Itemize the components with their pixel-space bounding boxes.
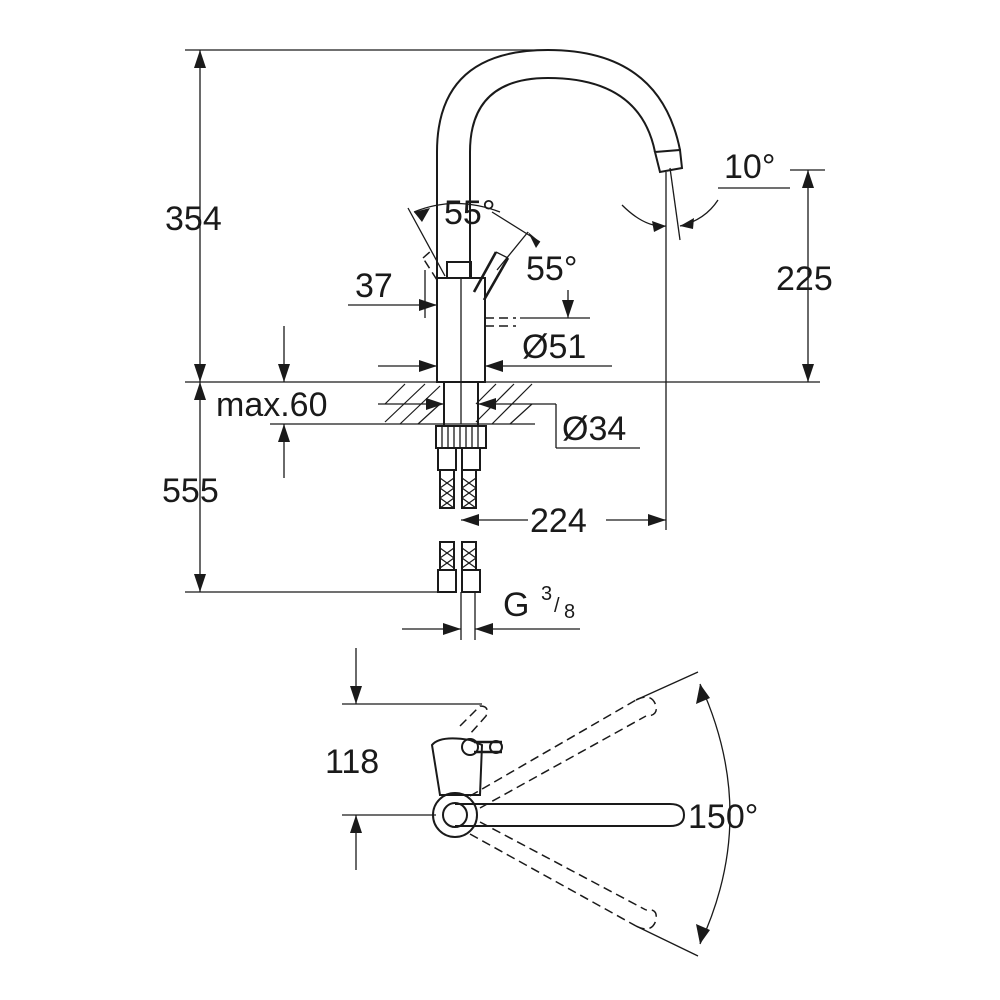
dim-lever-angle-back: 55° xyxy=(526,250,577,288)
dim-max-counter: max.60 xyxy=(216,386,328,424)
top-base-inner xyxy=(442,802,468,828)
braided-hoses-upper xyxy=(439,469,477,509)
spout-outer xyxy=(436,48,681,278)
dim-swivel-angle: 150° xyxy=(688,798,758,836)
dim-handle-offset: 37 xyxy=(355,267,393,305)
dim-spout-height: 225 xyxy=(776,260,833,298)
top-lever xyxy=(461,738,503,756)
dim-lever-angle-front: 55° xyxy=(444,194,495,232)
top-spout-swing-lower xyxy=(469,821,658,930)
dim-hole-diameter: Ø34 xyxy=(562,410,626,448)
dim-hose-length: 555 xyxy=(162,472,219,510)
top-spout xyxy=(455,803,686,827)
braided-hoses-lower xyxy=(437,541,481,593)
spout-tip xyxy=(653,148,684,174)
hose-connector-right xyxy=(461,447,481,471)
dim-spout-tilt: 10° xyxy=(724,148,775,186)
dim-spout-reach: 224 xyxy=(530,502,587,540)
top-spout-swing-upper xyxy=(469,696,658,809)
spout-collar xyxy=(446,261,472,279)
mounting-nut xyxy=(435,425,487,449)
spout-inner xyxy=(469,76,656,278)
top-lever-ghost xyxy=(459,705,488,735)
dim-thread-numerator: 3 xyxy=(541,583,552,605)
dim-total-height: 354 xyxy=(165,200,222,238)
hose-connector-left xyxy=(437,447,457,471)
dim-thread-slash: / xyxy=(554,595,560,617)
dim-thread-denominator: 8 xyxy=(564,601,575,623)
top-body xyxy=(430,737,484,796)
swivel-arc xyxy=(699,683,731,945)
dim-top-offset: 118 xyxy=(325,743,379,781)
countertop-hatch-left xyxy=(384,383,441,425)
top-base-outer xyxy=(432,792,478,838)
dim-thread-letter: G xyxy=(503,586,529,624)
dim-body-diameter: Ø51 xyxy=(522,328,586,366)
lever-handle-ghost xyxy=(422,249,516,327)
lever-handle xyxy=(472,251,510,301)
